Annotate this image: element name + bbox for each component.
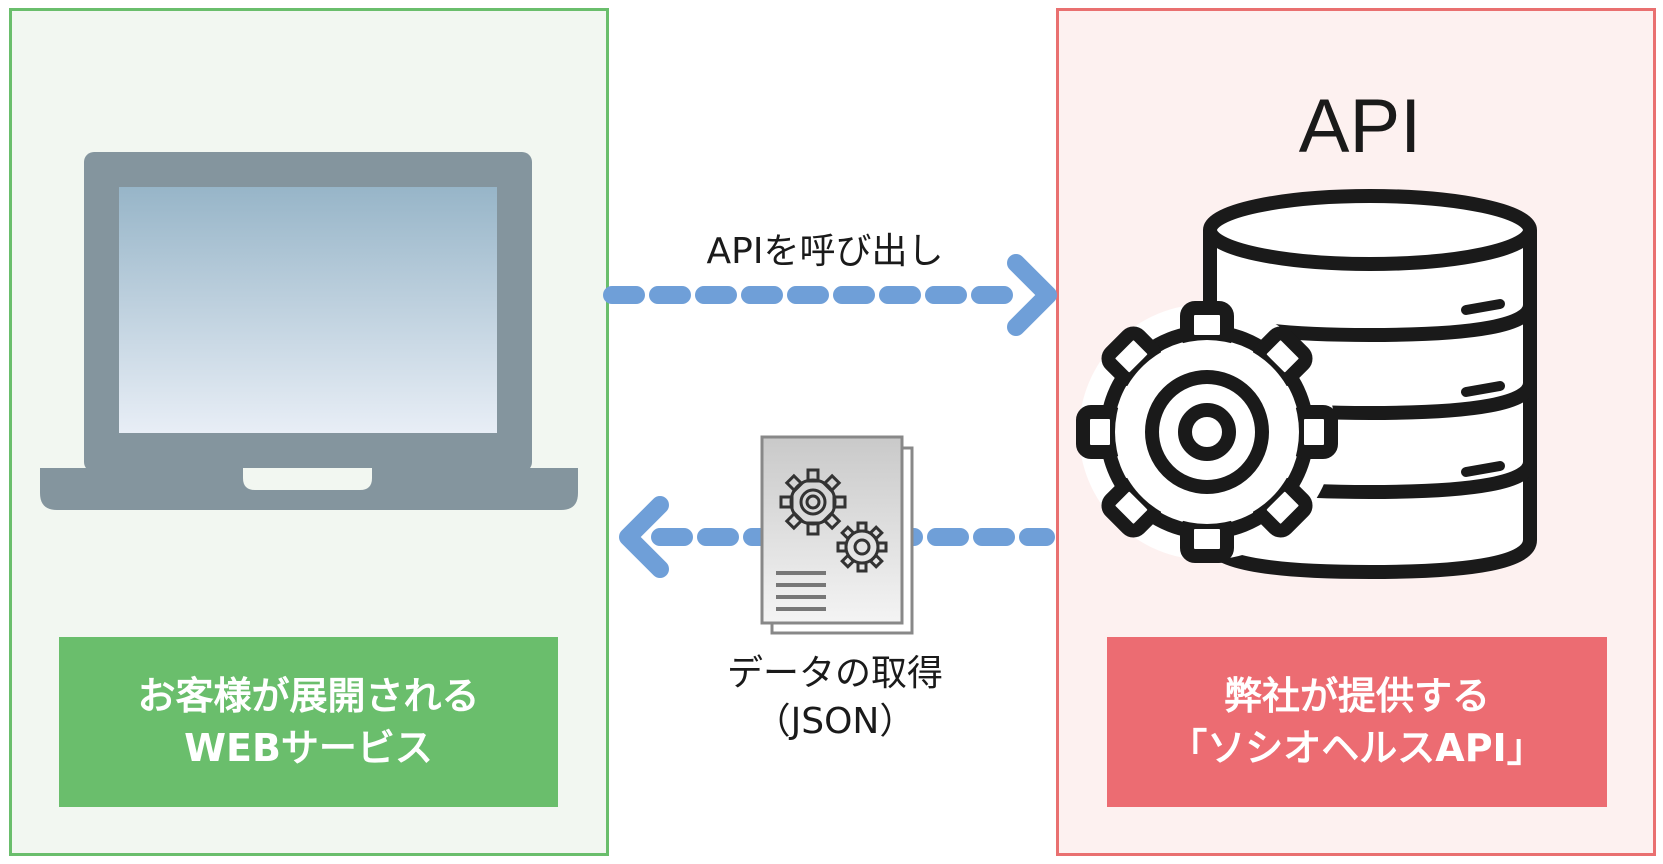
request-arrow (603, 254, 1057, 336)
api-provider-label-line1: 弊社が提供する (1223, 674, 1490, 718)
database-gear-icon (1076, 189, 1537, 580)
laptop-icon (40, 152, 578, 510)
client-service-label-line2: WEBサービス (184, 726, 433, 770)
api-provider-label: 弊社が提供する 「ソシオヘルスAPI」 (1107, 637, 1607, 807)
json-document-icon (760, 435, 914, 635)
api-title: API (1298, 84, 1422, 169)
request-label: APIを呼び出し (706, 231, 944, 272)
response-label-line2: （JSON） (754, 701, 916, 742)
response-label: データの取得 （JSON） (690, 650, 980, 746)
client-service-label-line1: お客様が展開される (137, 674, 480, 718)
client-service-label: お客様が展開される WEBサービス (59, 637, 558, 807)
api-provider-label-line2: 「ソシオヘルスAPI」 (1169, 726, 1545, 770)
response-label-line1: データの取得 (726, 653, 943, 694)
